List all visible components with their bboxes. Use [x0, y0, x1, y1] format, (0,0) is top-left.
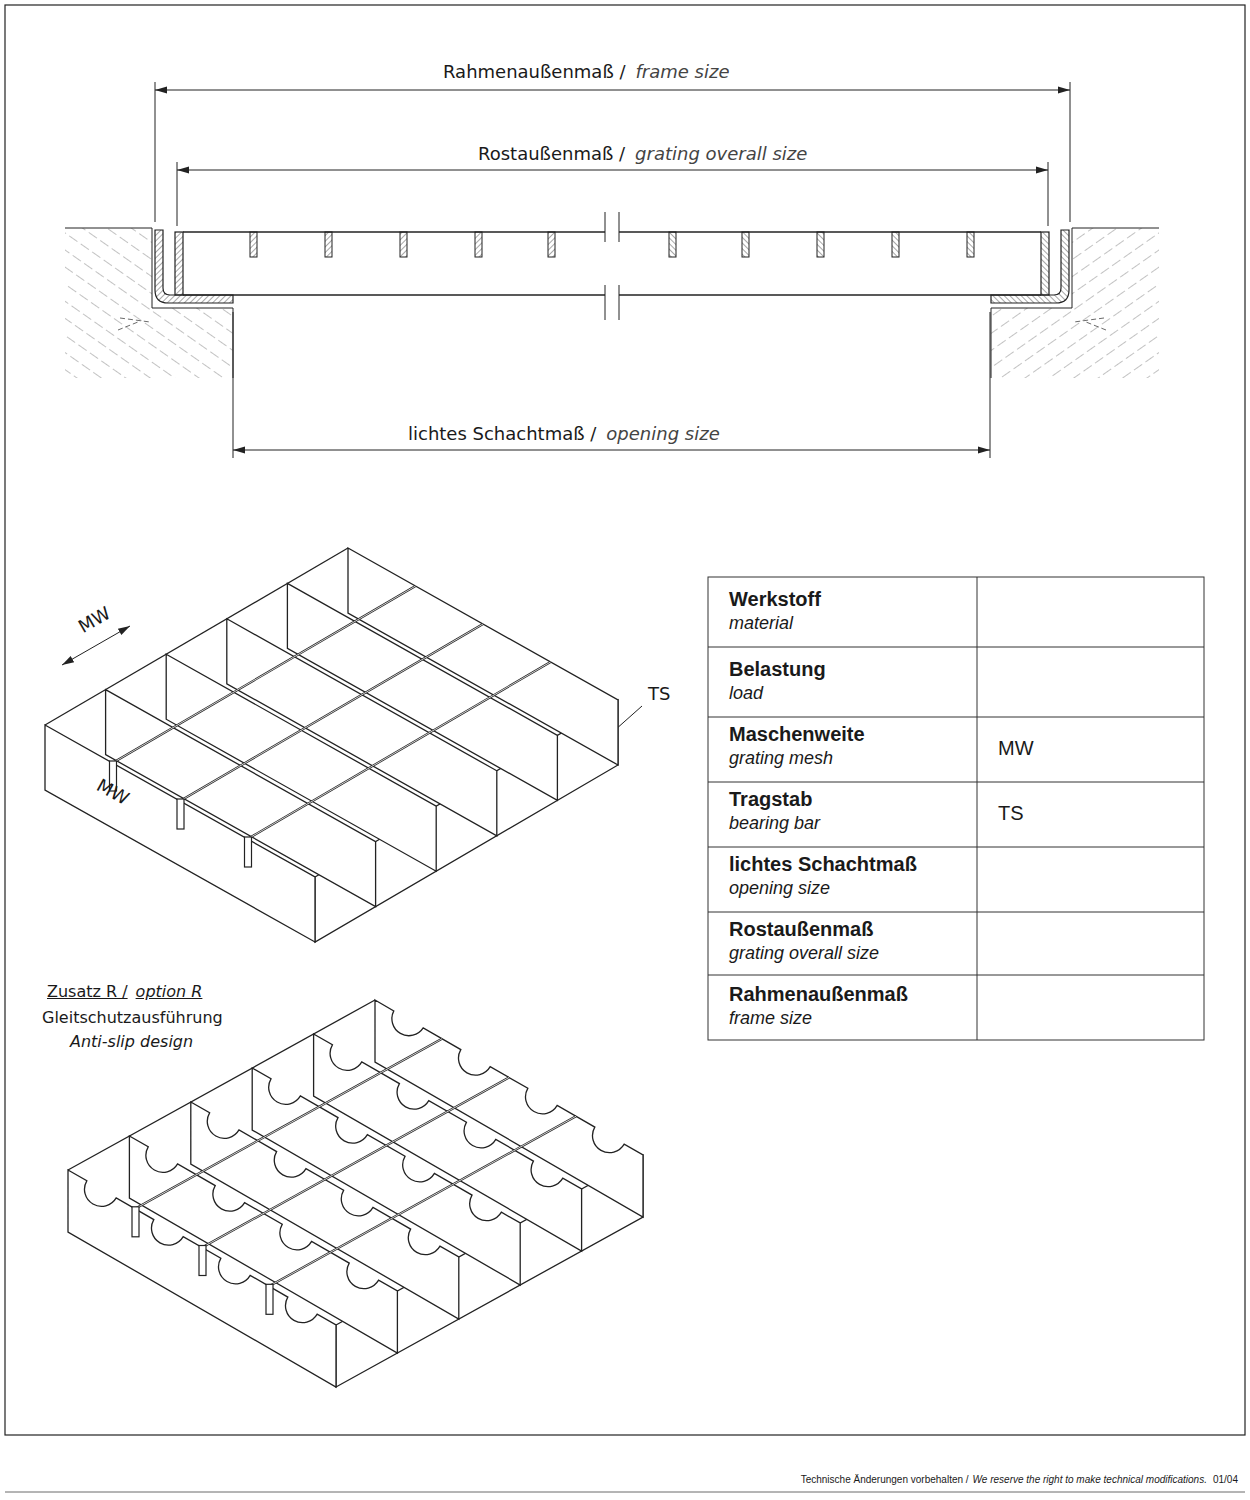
cross-rod-core — [248, 662, 551, 839]
cross-rod-core — [180, 624, 483, 801]
label: Rahmenaußenmaß — [729, 983, 908, 1006]
label: grating overall size — [729, 943, 879, 964]
label: grating mesh — [729, 748, 833, 769]
section-half-mirrored — [619, 212, 1159, 378]
label: We reserve the right to make technical m… — [973, 1474, 1207, 1486]
label: TS — [998, 802, 1024, 825]
label: opening size — [606, 424, 719, 445]
label: load — [729, 683, 763, 704]
cross-rod — [202, 1078, 509, 1248]
label: Werkstoff — [729, 588, 821, 611]
rod-stub — [199, 1246, 206, 1276]
cross-rod — [248, 662, 551, 839]
label: TS — [648, 684, 670, 705]
cross-rod — [113, 586, 416, 763]
label: grating overall size — [635, 144, 807, 165]
cross-rod-core — [269, 1116, 576, 1286]
label: Belastung — [729, 658, 826, 681]
label: Rahmenaußenmaß / — [443, 62, 626, 83]
isometric-gratings — [45, 548, 643, 1387]
label: bearing bar — [729, 813, 820, 834]
label: opening size — [729, 878, 830, 899]
label: lichtes Schachtmaß / — [408, 424, 596, 445]
bearing-plate — [45, 725, 315, 942]
label: frame size — [636, 62, 730, 83]
bearing-plate — [68, 1170, 336, 1387]
label: Tragstab — [729, 788, 812, 811]
label: Gleitschutzausführung — [42, 1009, 223, 1027]
label: material — [729, 613, 793, 634]
label: MW — [75, 603, 114, 638]
label: MW — [998, 737, 1034, 760]
label: Zusatz R / — [47, 983, 128, 1001]
rod-stub — [132, 1207, 139, 1237]
label: Maschenweite — [729, 723, 865, 746]
label: Technische Änderungen vorbehalten / — [801, 1474, 969, 1486]
cross-rod-core — [135, 1039, 442, 1209]
label: lichtes Schachtmaß — [729, 853, 917, 876]
rod-stub — [245, 837, 252, 867]
label: frame size — [729, 1008, 812, 1029]
label: Rostaußenmaß — [729, 918, 873, 941]
cross-rod-core — [113, 586, 416, 763]
section-half — [65, 212, 605, 378]
frame-edge — [45, 548, 348, 725]
rod-stub — [266, 1284, 273, 1314]
cross-rod — [180, 624, 483, 801]
sheet-border — [5, 5, 1245, 1435]
dimension-lines — [155, 82, 1070, 458]
spec-table-grid — [708, 577, 1204, 1040]
label: option R — [136, 983, 203, 1001]
rod-stub — [177, 799, 184, 829]
label: 01/04 — [1213, 1474, 1238, 1486]
cross-rod-core — [202, 1078, 509, 1248]
footer-rule — [5, 1492, 1245, 1493]
label: Anti-slip design — [70, 1033, 193, 1051]
cross-rod — [269, 1116, 576, 1286]
cross-rod — [135, 1039, 442, 1209]
label: Rostaußenmaß / — [478, 144, 625, 165]
